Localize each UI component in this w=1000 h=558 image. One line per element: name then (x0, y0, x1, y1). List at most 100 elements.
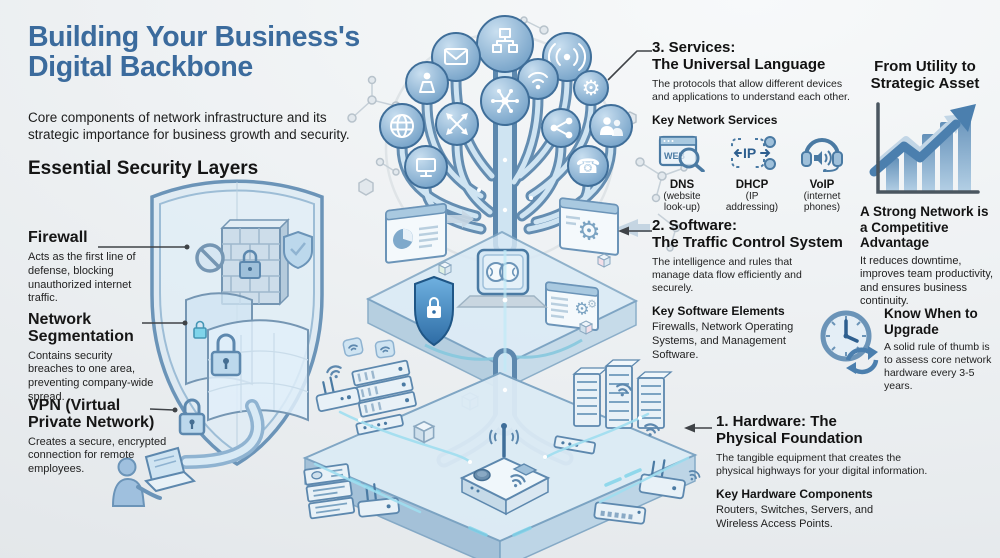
server-stack-icon (351, 359, 417, 418)
upgrade-desc: A solid rule of thumb is to assess core … (884, 341, 992, 393)
advantage-title: A Strong Network is a Competitive Advant… (860, 204, 989, 251)
callout-desc: Contains security breaches to one area, … (28, 349, 154, 404)
server-stack-icon (303, 463, 356, 520)
headset-icon (801, 138, 843, 174)
phone-icon: ☎ (567, 145, 609, 187)
callout-title: Network Segmentation (28, 311, 134, 345)
data-cube (578, 320, 594, 335)
email-icon (431, 32, 481, 82)
wifi-waves-icon (644, 423, 660, 437)
wifi-waves-icon (326, 365, 342, 379)
callout-vpn: VPN (Virtual Private Network) Creates a … (28, 397, 176, 477)
service-caption: (IP addressing) (725, 191, 779, 214)
section-title: 1. Hardware: The Physical Foundation (716, 413, 863, 447)
section-hardware: 1. Hardware: The Physical Foundation The… (716, 413, 931, 532)
service-name: VoIP (809, 179, 835, 192)
key-heading: Key Network Services (652, 113, 778, 128)
section-software: 2. Software: The Traffic Control System … (652, 217, 850, 363)
router-icon (357, 483, 400, 518)
section-title: The Universal Language (652, 55, 826, 73)
wifi-badge (374, 339, 396, 359)
svg-text:⚙: ⚙ (574, 299, 589, 321)
section-number: 3. Services: (652, 39, 736, 56)
wifi-icon (517, 58, 559, 100)
upgrade-block: Know When to Upgrade A solid rule of thu… (884, 306, 996, 393)
advantage-desc: It reduces downtime, improves team produ… (860, 254, 994, 308)
page-subtitle: Core components of network infrastructur… (28, 109, 350, 143)
lan-icon (476, 15, 534, 73)
settings-window: ⚙ ⚙ (545, 281, 599, 332)
access-point-icon (459, 423, 551, 516)
firewall-wall-icon (220, 218, 290, 306)
switch-icon (593, 501, 647, 525)
section-title: The Traffic Control System (652, 233, 843, 251)
security-layers-heading: Essential Security Layers (28, 158, 259, 179)
service-name: DHCP (735, 179, 769, 192)
software-platform: ⚙ ⚙ ⚙ (342, 197, 650, 411)
data-cube (437, 261, 453, 276)
presenter-icon (405, 61, 449, 105)
key-heading: Key Hardware Components (716, 487, 873, 502)
callout-title: VPN (Virtual Private Network) (28, 397, 155, 431)
section-desc: The intelligence and rules that manage d… (652, 255, 802, 295)
security-shield-graphic (111, 179, 324, 507)
ip-addressing-icon: IP (731, 136, 776, 171)
key-items: Firewalls, Network Operating Systems, an… (652, 321, 794, 361)
no-entry-icon (195, 243, 225, 273)
svg-text:⚙: ⚙ (577, 215, 600, 248)
segmentation-panels (185, 292, 309, 422)
gear-window: ⚙ (559, 197, 619, 256)
share-icon (541, 108, 581, 148)
data-cube (412, 420, 436, 444)
service-dhcp: IP DHCP (IP addressing) (722, 134, 782, 213)
callout-network-segmentation: Network Segmentation Contains security b… (28, 311, 156, 405)
service-dns: WEB DNS (website look-up) (652, 134, 712, 213)
wifi-badge (342, 337, 364, 357)
service-name: DNS (669, 179, 695, 192)
svg-text:⚙: ⚙ (587, 297, 597, 311)
section-services: 3. Services: The Universal Language The … (652, 39, 857, 213)
expand-arrows-icon (435, 102, 479, 146)
aside-heading: From Utility to Strategic Asset (870, 58, 980, 93)
section-desc: The protocols that allow different devic… (652, 77, 850, 103)
svg-text:WEB: WEB (664, 151, 685, 161)
callout-title: Firewall (28, 229, 88, 246)
callout-desc: Acts as the first line of defense, block… (28, 250, 136, 305)
router-icon (315, 376, 361, 412)
svg-text:☎: ☎ (576, 154, 601, 178)
upgrade-clock-icon (816, 308, 886, 383)
service-caption: (internet phones) (803, 191, 841, 214)
users-icon (589, 104, 633, 148)
gear-icon: ⚙ (573, 70, 609, 106)
shield-check-icon (283, 230, 313, 270)
data-cube (596, 253, 612, 268)
competitive-advantage-block: A Strong Network is a Competitive Advant… (860, 204, 998, 309)
page-title: Building Your Business's Digital Backbon… (28, 21, 360, 84)
callout-desc: Creates a secure, encrypted connection f… (28, 435, 167, 476)
flow-arrow-left (616, 219, 650, 237)
section-desc: The tangible equipment that creates the … (716, 451, 928, 477)
hardware-platform (302, 359, 701, 558)
remote-worker-graphic (111, 446, 197, 507)
security-shield-badge (414, 275, 454, 347)
monitor-icon (404, 145, 448, 189)
vpn-tunnel-graphic (178, 398, 265, 469)
section-heading: 2. Software: The Traffic Control System (652, 217, 850, 252)
key-items: Routers, Switches, Servers, and Wireless… (716, 504, 874, 530)
hub-icon (480, 76, 530, 126)
section-heading: 3. Services: The Universal Language (652, 39, 857, 74)
section-number: 2. Software: (652, 217, 738, 234)
data-cables (313, 157, 690, 514)
wifi-waves-icon (616, 383, 632, 397)
svg-text:IP: IP (743, 145, 756, 161)
network-services-row: WEB DNS (website look-up) IP DHCP (652, 134, 857, 213)
callout-leader-lines (98, 50, 712, 433)
growth-chart-icon (864, 100, 984, 207)
service-caption: (website look-up) (663, 191, 701, 214)
service-tree-nodes: ⚙ (379, 15, 633, 189)
web-search-icon: WEB (658, 135, 705, 173)
callout-firewall: Firewall Acts as the first line of defen… (28, 229, 160, 306)
globe-icon (379, 103, 425, 149)
